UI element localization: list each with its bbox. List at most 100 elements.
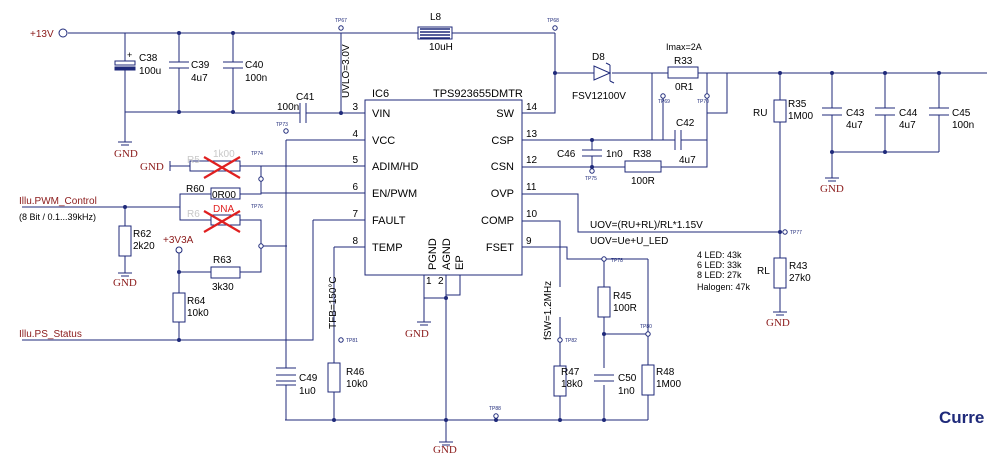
- r38-ref: R38: [633, 149, 652, 160]
- resistor-r33: Imax=2A R33 0R1: [666, 42, 702, 93]
- capacitor-c39: C39 4u7: [169, 60, 210, 84]
- gnd-label: GND: [766, 317, 790, 329]
- pin-number: 5: [352, 155, 358, 166]
- gnd-label: GND: [114, 148, 138, 160]
- r35-ref: R35: [788, 99, 807, 110]
- resistor-r59: R5 1k00: [187, 149, 241, 179]
- r43-value: 27k0: [789, 273, 811, 284]
- led-8-note: 8 LED: 27k: [697, 270, 742, 280]
- r63-value: 3k30: [212, 282, 234, 293]
- pin-number: 9: [526, 236, 532, 247]
- c46-value: 1n0: [606, 149, 623, 160]
- pin-name-csp: CSP: [491, 135, 514, 147]
- net-ps-status: Illu.PS_Status: [19, 329, 82, 340]
- resistor-r61: R6 DNA: [187, 204, 241, 233]
- r46-value: 10k0: [346, 379, 368, 390]
- testpoints: TP67 TP68 TP69 TP70 TP73 TP74 TP75 TP76 …: [251, 18, 802, 419]
- capacitor-c41: C41 100n: [277, 92, 315, 123]
- resistor-r35: RU R35 1M00: [753, 99, 813, 123]
- tp76-label: TP76: [251, 204, 263, 210]
- pin-number: 8: [352, 236, 358, 247]
- pin-name-vin: VIN: [372, 108, 390, 120]
- uov-formula-2: UOV=Ue+U_LED: [590, 236, 668, 247]
- resistor-r63: R63 3k30: [210, 255, 241, 293]
- pin-name-agnd: AGND: [441, 238, 453, 270]
- c39-value: 4u7: [191, 73, 208, 84]
- r60-ref: R60: [186, 184, 205, 195]
- led-4-note: 4 LED: 43k: [697, 250, 742, 260]
- r48-value: 1M00: [656, 379, 681, 390]
- c40-value: 100n: [245, 73, 267, 84]
- tp88-label: TP88: [489, 406, 501, 412]
- dna-cross-mark: [203, 156, 241, 179]
- r60-value: 0R00: [212, 190, 236, 201]
- d8-value: FSV12100V: [572, 91, 626, 102]
- c49-ref: C49: [299, 373, 318, 384]
- capacitor-c38: + C38 100u: [114, 50, 161, 77]
- c38-ref: C38: [139, 53, 158, 64]
- pin-number: 11: [526, 182, 537, 193]
- c49-value: 1u0: [299, 386, 316, 397]
- tp67-label: TP67: [335, 18, 347, 24]
- capacitor-c44: C44 4u7: [875, 107, 918, 131]
- gnd-label: GND: [140, 161, 164, 173]
- pin-name-sw: SW: [496, 108, 514, 120]
- pin-name-comp: COMP: [481, 215, 514, 227]
- pin-name-ovp: OVP: [491, 188, 514, 200]
- pin-number: 4: [352, 129, 358, 140]
- tp81-label: TP81: [346, 338, 358, 344]
- resistor-r62: R62 2k20: [118, 225, 155, 257]
- junctions: [123, 31, 941, 422]
- capacitor-c49: C49 1u0: [276, 367, 318, 397]
- inductor-l8: L8 10uH: [417, 12, 453, 53]
- r45-value: 100R: [613, 303, 637, 314]
- r59-ref: R5: [187, 155, 200, 166]
- c45-value: 100n: [952, 120, 974, 131]
- c38-value: 100u: [139, 66, 161, 77]
- r62-ref: R62: [133, 229, 152, 240]
- polarity-plus: +: [127, 50, 132, 60]
- resistor-r47: R47 18k0: [553, 365, 583, 397]
- capacitor-c40: C40 100n: [223, 60, 267, 84]
- pin-name-adim: ADIM/HD: [372, 161, 419, 173]
- ic6-body: [364, 99, 523, 276]
- l8-value: 10uH: [429, 42, 453, 53]
- resistor-r46: R46 10k0: [327, 362, 368, 393]
- tfb-note: TFB=150°C: [328, 276, 339, 329]
- resistor-r43: RL R43 27k0: [757, 257, 811, 289]
- tp74-label: TP74: [251, 151, 263, 157]
- uvlo-note: UVLO=3.0V: [341, 44, 352, 98]
- r46-ref: R46: [346, 367, 365, 378]
- capacitor-c46: C46 1n0: [557, 149, 623, 160]
- c50-ref: C50: [618, 373, 637, 384]
- r61-ref: R6: [187, 209, 200, 220]
- r45-ref: R45: [613, 291, 632, 302]
- tp69-label: TP69: [658, 99, 670, 105]
- tp73-label: TP73: [276, 122, 288, 128]
- gnd-label: GND: [113, 277, 137, 289]
- c41-ref: C41: [296, 92, 315, 103]
- rl-label: RL: [757, 266, 770, 277]
- tp70-label: TP70: [697, 99, 709, 105]
- pin-name-vcc: VCC: [372, 135, 395, 147]
- c42-value: 4u7: [679, 155, 696, 166]
- resistor-r45: R45 100R: [597, 286, 637, 318]
- r59-value: 1k00: [213, 149, 235, 160]
- notes: UVLO=3.0V UOV=(RU+RL)/RL*1.15V UOV=Ue+U_…: [328, 44, 984, 427]
- resistor-r48: R48 1M00: [641, 364, 681, 396]
- net-pwm-control: Illu.PWM_Control: [19, 196, 97, 207]
- c43-ref: C43: [846, 108, 865, 119]
- r64-value: 10k0: [187, 308, 209, 319]
- pin-number: 13: [526, 129, 538, 140]
- net-labels: +13V +3V3A Illu.PWM_Control (8 Bit / 0.1…: [19, 28, 194, 340]
- resistor-r60: R60 0R00: [186, 184, 241, 201]
- gnd-label: GND: [820, 183, 844, 195]
- uov-formula: UOV=(RU+RL)/RL*1.15V: [590, 220, 703, 231]
- tp78-label: TP78: [611, 258, 623, 264]
- r47-value: 18k0: [561, 379, 583, 390]
- r43-ref: R43: [789, 261, 808, 272]
- dna-cross-mark: [203, 210, 241, 233]
- pin-number: 10: [526, 209, 538, 220]
- led-6-note: 6 LED: 33k: [697, 260, 742, 270]
- c42-ref: C42: [676, 118, 695, 129]
